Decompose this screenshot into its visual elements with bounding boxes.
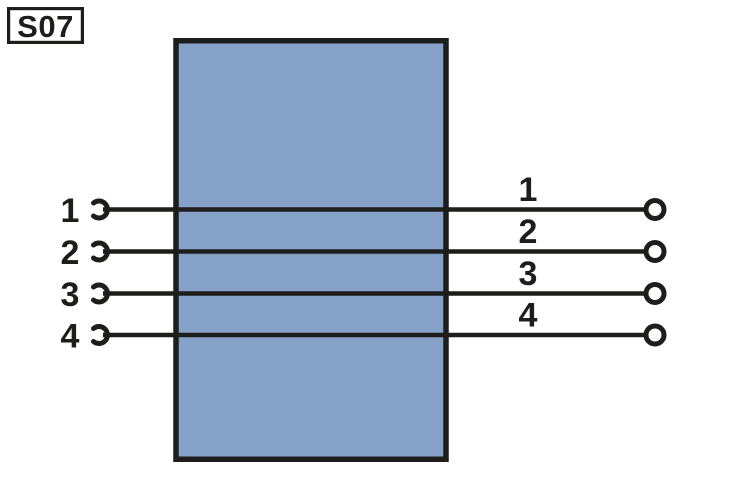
component-id-box: S07 [7, 7, 85, 44]
pin-row-3: 3 3 [61, 255, 667, 314]
pin-left-label: 4 [61, 318, 80, 356]
female-terminal-icon [91, 198, 110, 221]
pin-right-label: 1 [519, 171, 538, 209]
female-terminal-icon [91, 324, 110, 346]
pin-row-1: 1 1 [61, 171, 667, 230]
pin-left-label: 1 [61, 192, 80, 230]
pin-right-label: 4 [519, 297, 538, 335]
ring-terminal-icon [643, 198, 667, 221]
ring-terminal-icon [643, 323, 667, 347]
female-terminal-icon [91, 240, 110, 263]
pin-row-4: 4 4 [61, 297, 667, 356]
female-terminal-icon [91, 282, 110, 305]
pin-left-label: 3 [61, 276, 80, 314]
ring-terminal-icon [643, 282, 667, 305]
ring-terminal-icon [643, 240, 667, 263]
pin-right-label: 3 [519, 255, 538, 293]
component-id-frame [7, 7, 85, 44]
component-id-label: S07 [17, 9, 74, 44]
pin-left-label: 2 [61, 234, 80, 272]
pin-row-2: 2 2 [61, 213, 667, 272]
pin-right-label: 2 [519, 213, 538, 251]
